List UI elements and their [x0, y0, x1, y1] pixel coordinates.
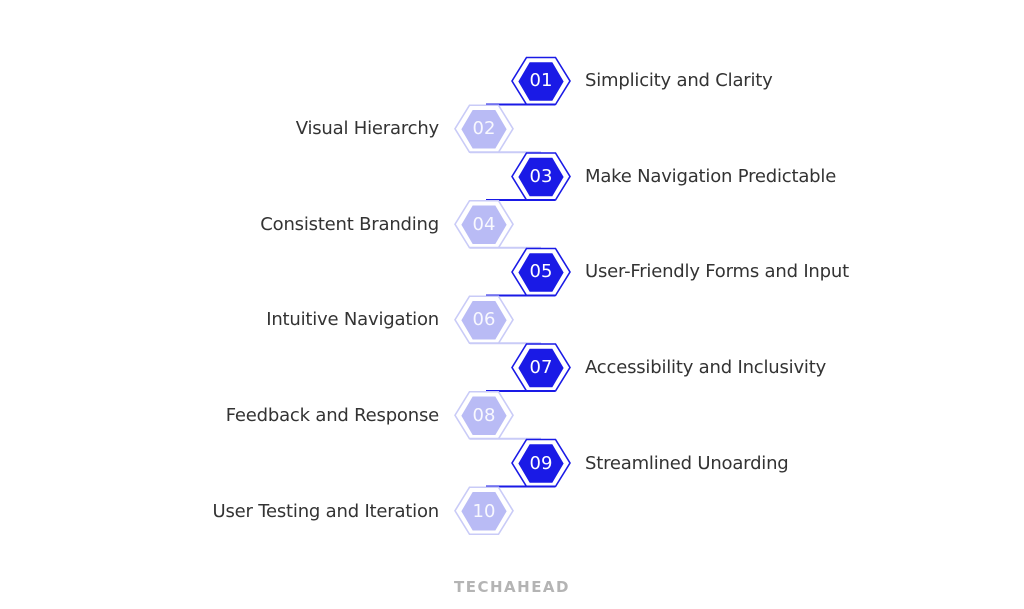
- hexagon-outline: [511, 343, 571, 392]
- step-label: Accessibility and Inclusivity: [585, 357, 827, 378]
- hexagon-outline: [454, 295, 514, 345]
- hexagon-badge: [459, 108, 509, 150]
- hexagon-outline: [511, 152, 571, 201]
- hexagon-badge: [459, 490, 509, 532]
- step-number: 07: [529, 357, 553, 378]
- hexagon-badge: [516, 156, 566, 198]
- hexagon-outline: [511, 56, 571, 106]
- step-label: Make Navigation Predictable: [585, 166, 837, 187]
- step-number: 06: [472, 309, 496, 330]
- step-number: 04: [472, 214, 496, 235]
- hexagon-outline: [511, 247, 571, 297]
- step-number: 05: [529, 261, 553, 282]
- hexagon-outline: [511, 438, 571, 488]
- step-number: 02: [472, 118, 496, 139]
- step-label: User-Friendly Forms and Input: [585, 261, 849, 282]
- step-label: Visual Hierarchy: [295, 118, 439, 139]
- step-label: Intuitive Navigation: [266, 309, 439, 330]
- step-label: Consistent Branding: [260, 214, 439, 235]
- step-number: 01: [529, 70, 553, 91]
- step-number: 09: [529, 453, 553, 474]
- hexagon-badge: [516, 251, 566, 294]
- step-number: 10: [472, 501, 496, 522]
- step-label: User Testing and Iteration: [212, 501, 440, 522]
- step-label: Simplicity and Clarity: [585, 70, 773, 91]
- hexagon-outline: [454, 199, 514, 249]
- step-label: Streamlined Unoarding: [585, 453, 789, 474]
- hexagon-outline: [454, 486, 514, 536]
- hexagon-badge: [516, 60, 566, 103]
- hexagon-outline: [454, 390, 514, 440]
- step-number: 03: [529, 166, 553, 187]
- hexagon-badge: [459, 299, 509, 341]
- step-label: Feedback and Response: [225, 405, 439, 426]
- step-number: 08: [472, 405, 496, 426]
- hexagon-outline: [454, 104, 514, 154]
- hexagon-badge: [516, 347, 566, 389]
- hexagon-badge: [459, 204, 509, 246]
- hexagon-badge: [516, 442, 566, 485]
- hexagon-badge: [459, 395, 509, 437]
- techahead-logo: TECHAHEAD: [453, 578, 570, 596]
